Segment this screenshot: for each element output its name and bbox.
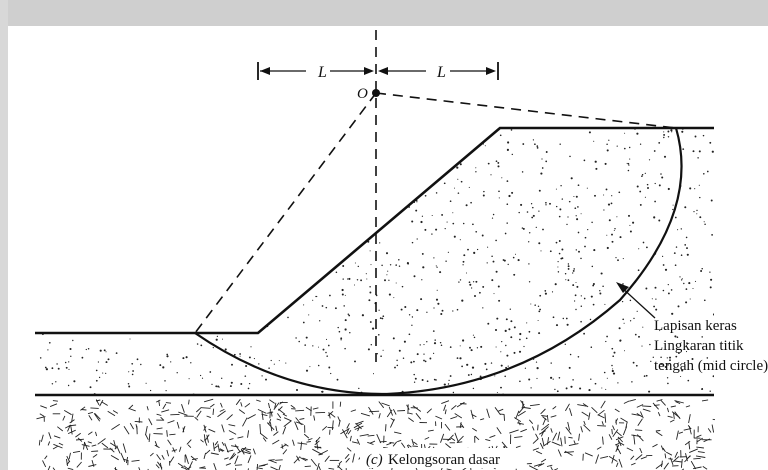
caption-text: Kelongsoran dasar [388,452,500,468]
caption-tag: (c) [366,452,383,468]
dimension-right [378,62,499,80]
annotation-line-2: Lingkaran titik [654,338,744,354]
caption-background [360,448,520,468]
center-point [372,89,380,97]
left-edge-band [0,0,8,470]
slip-circle-arc [194,127,683,396]
soil-stipple [35,128,714,395]
top-band [0,0,768,26]
center-label: O [357,86,368,102]
radius-line-left [194,92,377,334]
dimension-left [257,62,374,80]
radius-line-right [375,92,677,129]
dimension-label-left: L [317,64,327,81]
annotation-line-1: Lapisan keras [654,318,737,334]
ground-surface [35,126,714,335]
dimension-label-right: L [436,64,446,81]
annotation-line-3: tengah (mid circle) [654,358,768,374]
annotation-leader [616,282,656,319]
